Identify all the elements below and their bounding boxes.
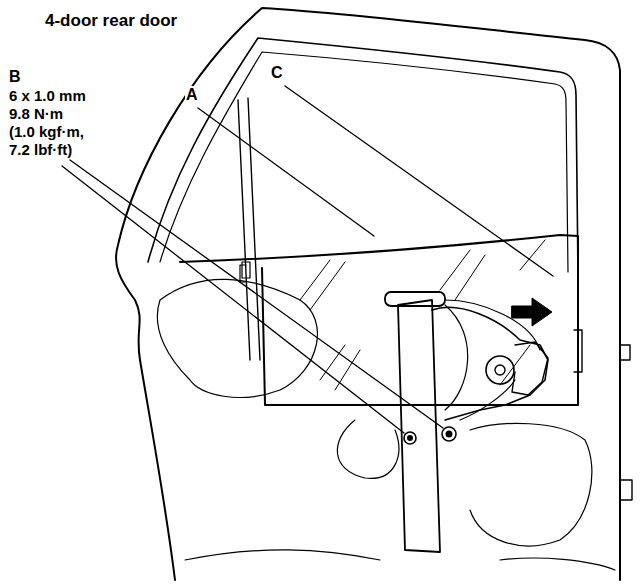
leader-line xyxy=(62,160,443,433)
frame-clip xyxy=(240,265,246,282)
panel-cutout xyxy=(157,279,317,397)
bolt-size: 6 x 1.0 mm xyxy=(8,88,87,105)
glass-hatch xyxy=(300,240,545,390)
callout-letter: B xyxy=(8,68,22,86)
bolt xyxy=(408,436,412,440)
callout-letter: A xyxy=(185,86,199,104)
torque-value: 7.2 lbf·ft) xyxy=(8,142,73,159)
door-glass xyxy=(180,235,578,405)
hinge xyxy=(574,330,632,500)
regulator-motor-hub xyxy=(495,365,505,375)
bolt xyxy=(442,427,456,441)
panel-cutout xyxy=(337,420,398,478)
direction-arrow xyxy=(512,298,552,326)
bolt xyxy=(404,432,416,444)
division-channel xyxy=(238,98,260,360)
torque-value: (1.0 kgf·m, xyxy=(8,124,85,141)
motor-housing xyxy=(512,342,548,395)
bolt xyxy=(447,432,452,437)
door-outline xyxy=(116,8,620,580)
figure-title: 4-door rear door xyxy=(44,12,178,31)
panel-cutout xyxy=(470,423,592,545)
glass-carrier xyxy=(385,292,445,306)
callout-letter: C xyxy=(270,64,284,82)
leader-line xyxy=(198,108,374,236)
leader-line xyxy=(285,86,553,276)
torque-value: 9.8 N·m xyxy=(8,106,64,123)
regulator-motor xyxy=(486,356,514,384)
lower-curve xyxy=(185,550,615,570)
window-frame-inner xyxy=(160,52,568,272)
regulator-rail xyxy=(398,300,440,552)
